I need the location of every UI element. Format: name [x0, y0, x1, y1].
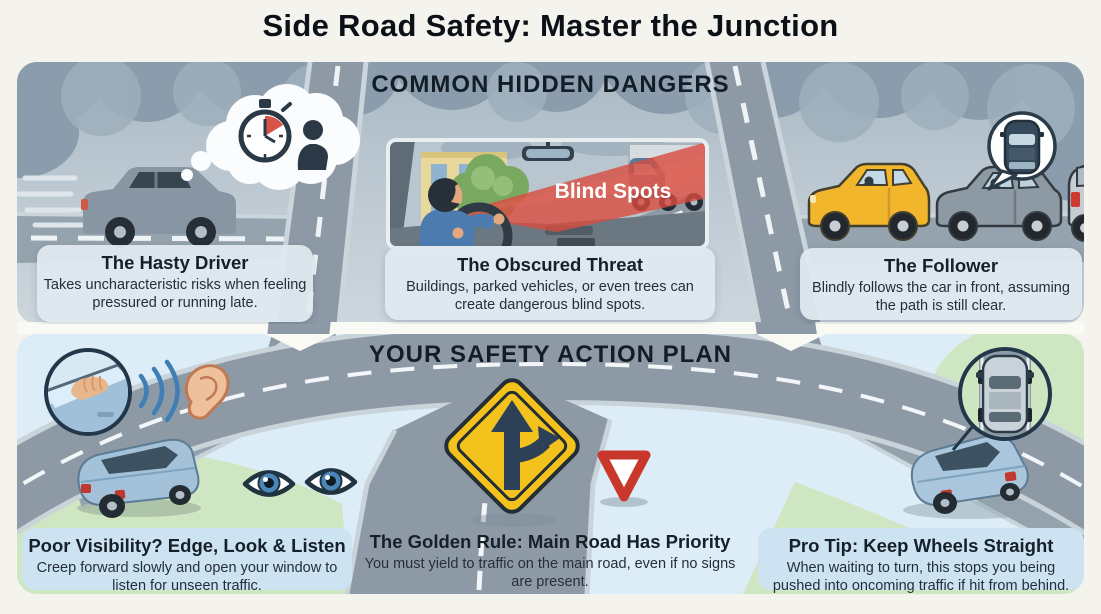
waiting-car [903, 434, 1035, 519]
hasty-driver-car [81, 167, 236, 247]
thought-bubble [181, 84, 360, 190]
speed-lines-icon [17, 175, 88, 228]
ear-icon [184, 364, 230, 420]
follower-speech-bubble [987, 111, 1057, 191]
card-body: Buildings, parked vehicles, or even tree… [406, 279, 694, 314]
driver [419, 178, 505, 248]
card-body: Creep forward slowly and open your windo… [36, 560, 338, 594]
sound-waves-icon [138, 359, 180, 423]
card-body: When waiting to turn, this stops you bei… [772, 560, 1070, 594]
danger-card-follower: The Follower Blindly follows the car in … [800, 248, 1082, 320]
hand-icon [71, 375, 109, 400]
card-title: Pro Tip: Keep Wheels Straight [788, 535, 1054, 556]
yellow-car [807, 162, 931, 241]
wheels-straight-inset [958, 347, 1052, 441]
creeping-car [77, 438, 201, 518]
plan-card-wheels-straight: Pro Tip: Keep Wheels Straight When waiti… [758, 528, 1084, 594]
inset-connector [951, 425, 975, 451]
page-title: Side Road Safety: Master the Junction [262, 8, 839, 43]
card-title: The Golden Rule: Main Road Has Priority [369, 531, 731, 552]
card-title: The Hasty Driver [101, 252, 249, 273]
section-divider [17, 322, 1084, 334]
top-view-car-icon [1000, 119, 1044, 175]
blind-spots-label: Blind Spots [555, 180, 672, 203]
dangers-section: Blind Spots [17, 62, 1084, 324]
main-road [17, 334, 1084, 536]
follower-cars [807, 111, 1084, 242]
card-title: The Follower [883, 255, 999, 276]
card-body: Takes uncharacteristic risks when feelin… [43, 277, 307, 312]
danger-card-hasty-driver: The Hasty Driver Takes uncharacteristic … [37, 245, 313, 322]
card-title: The Obscured Threat [456, 254, 644, 275]
action-plan-header: YOUR SAFETY ACTION PLAN [368, 341, 733, 368]
plan-card-edge-look-listen: Poor Visibility? Edge, Look & Listen Cre… [22, 528, 352, 594]
yield-shadow [600, 497, 648, 507]
eye-left [242, 470, 296, 497]
danger-card-obscured-threat: The Obscured Threat Buildings, parked ve… [385, 247, 715, 320]
action-plan-section: YOUR SAFETY ACTION PLAN Poor Visibility?… [17, 334, 1084, 594]
junction-warning-sign [444, 378, 580, 514]
card-body: You must yield to traffic on the main ro… [364, 556, 736, 591]
sign-shadow [472, 513, 556, 527]
watching-eyes-icon [242, 468, 358, 497]
obscured-threat-scene: Blind Spots [386, 138, 709, 250]
dangers-illustration: Blind Spots [17, 62, 1084, 324]
road-stub-right [755, 322, 817, 334]
blind-spot-beam [453, 142, 707, 232]
windshield-pillar [388, 140, 415, 248]
dangers-header: COMMON HIDDEN DANGERS [371, 71, 730, 98]
stopwatch-icon [238, 99, 292, 163]
lead-car [1067, 164, 1084, 242]
road-stub-left [267, 322, 331, 334]
yield-sign [597, 450, 651, 502]
divider-notches [265, 334, 826, 351]
plan-card-golden-rule: The Golden Rule: Main Road Has Priority … [358, 524, 742, 591]
card-title: Poor Visibility? Edge, Look & Listen [28, 535, 346, 556]
edge-listen-inset [44, 348, 132, 436]
stressed-driver-silhouette [297, 120, 328, 170]
card-body: Blindly follows the car in front, assumi… [812, 280, 1070, 315]
junction-arrow-icon [491, 400, 560, 490]
eye-right [304, 468, 358, 495]
top-view-car-wheels-straight [976, 354, 1034, 434]
action-plan-illustration [17, 334, 1084, 594]
